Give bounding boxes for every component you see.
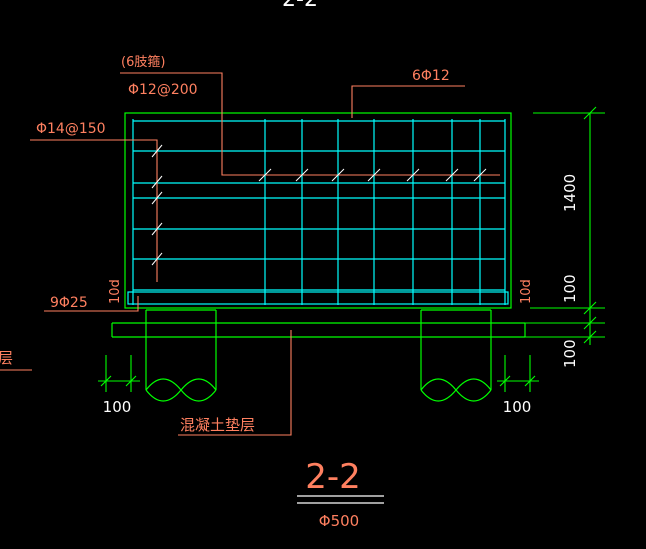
section-title-underline <box>297 495 384 504</box>
rebar-ticks <box>151 144 487 266</box>
anchor-right-label: 10d <box>519 279 534 304</box>
dim-height-main: 1400 <box>561 174 579 212</box>
stirrup-spec: Φ12@200 <box>128 82 198 98</box>
cap-outline <box>124 112 512 309</box>
dimension-lines <box>98 106 605 392</box>
stirrup-note: (6肢箍) <box>121 54 165 70</box>
rebar-horizontal <box>133 120 505 291</box>
top-partial-label: 2-2 <box>282 0 318 12</box>
dim-height-bottom: 100 <box>561 274 579 303</box>
dim-left: 100 <box>103 398 132 416</box>
dim-right: 100 <box>503 398 532 416</box>
side-bar-spec: Φ14@150 <box>36 121 106 137</box>
left-edge-label: 层 <box>0 349 13 367</box>
cushion-label: 混凝土垫层 <box>180 416 255 434</box>
bottom-main-bar <box>127 291 509 305</box>
top-bar-spec: 6Φ12 <box>412 68 450 84</box>
pile-left <box>145 309 217 402</box>
pile-right <box>420 309 492 402</box>
pile-spec: Φ500 <box>319 512 359 530</box>
stirrup-frame <box>132 119 506 305</box>
section-title: 2-2 <box>305 457 361 497</box>
bottom-bar-spec: 9Φ25 <box>50 295 88 311</box>
dim-cushion: 100 <box>561 339 579 368</box>
anchor-left-label: 10d <box>108 279 123 304</box>
rebar-vertical <box>264 119 481 305</box>
leader-lines <box>0 72 500 436</box>
cushion-layer <box>111 322 526 338</box>
